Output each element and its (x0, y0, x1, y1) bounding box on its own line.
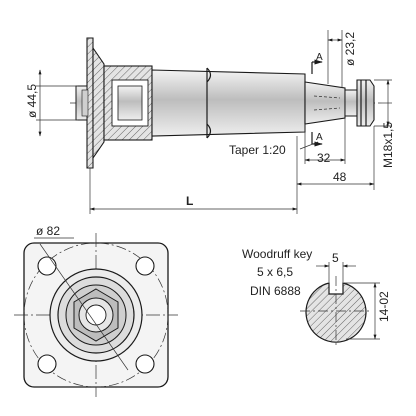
flange-plate (86, 37, 94, 169)
bolt-hole-tr (135, 256, 155, 276)
dim-taper-label: Taper 1:20 (229, 143, 286, 157)
side-view: A A ø 44,5 ø 23,2 M18x1,5 Taper 1:20 32 … (25, 30, 395, 214)
bolt-holes (37, 256, 155, 374)
section-mark-bottom: A (316, 132, 323, 143)
bolt-hole-tl (37, 256, 57, 276)
shaft-taper (304, 81, 346, 125)
hub-bore (85, 304, 107, 326)
bolt-hole-br (135, 354, 155, 374)
key-width: 5 (332, 251, 339, 265)
leader-flange-circle (39, 243, 129, 371)
dim-flange-circle: ø 82 (36, 224, 60, 238)
dim-bore-diameter: ø 23,2 (343, 32, 357, 66)
thread-end (344, 89, 358, 117)
front-view: ø 82 (14, 224, 178, 397)
dim-flange-diameter: ø 44,5 (25, 84, 39, 118)
section-mark-top: A (316, 52, 323, 63)
key-section: Woodruff key 5 x 6,5 DIN 6888 5 14-02 (242, 247, 391, 346)
key-standard: DIN 6888 (250, 284, 301, 298)
dim-thread: M18x1,5 (381, 122, 395, 168)
shaft-body (151, 69, 306, 137)
flange-boss (92, 46, 105, 160)
dim-stub-length: 48 (333, 170, 347, 184)
key-title: Woodruff key (242, 247, 312, 261)
bolt-hole-bl (37, 354, 57, 374)
dim-taper-length: 32 (317, 151, 331, 165)
key-depth: 14-02 (377, 291, 391, 322)
dim-overall-length: L (186, 194, 193, 208)
bolt-circle (23, 242, 169, 388)
inner-sleeve (117, 85, 143, 121)
key-size: 5 x 6,5 (257, 265, 293, 279)
